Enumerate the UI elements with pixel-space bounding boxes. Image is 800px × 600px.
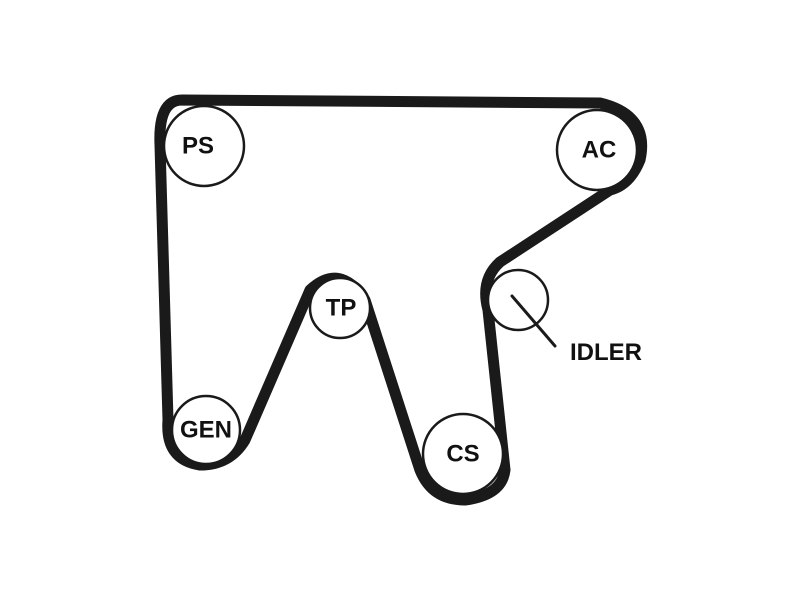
pulley-cs: CS [421, 412, 505, 496]
pulley-gen-label: GEN [180, 417, 232, 444]
pulley-ps: PS [162, 104, 246, 188]
pulley-ac-label: AC [582, 137, 617, 164]
pulley-idler [486, 268, 550, 332]
drive-belt [154, 94, 648, 506]
pulley-ac: AC [555, 108, 639, 192]
pulley-tp: TP [308, 276, 372, 340]
pulley-tp-label: TP [326, 295, 357, 322]
pulley-ps-label: PS [182, 133, 214, 160]
idler-label: IDLER [570, 339, 642, 366]
pulley-cs-label: CS [446, 441, 479, 468]
pulley-gen: GEN [170, 394, 242, 466]
idler-leader-line [510, 294, 557, 348]
